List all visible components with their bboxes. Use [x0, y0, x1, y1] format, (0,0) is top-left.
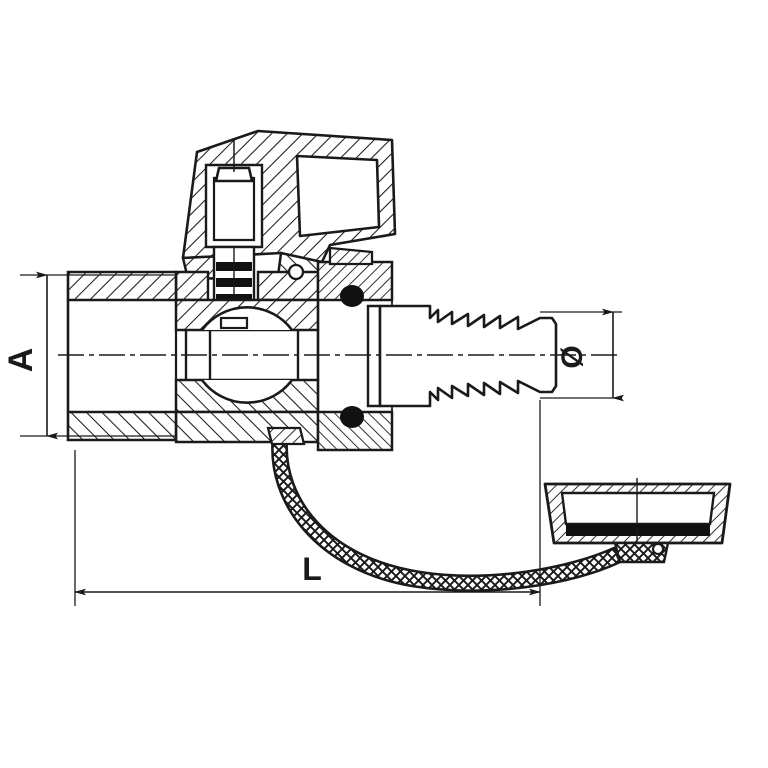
dimension-label-A: A — [2, 348, 40, 373]
cap-tab-eyelet — [651, 542, 665, 556]
dimension-label-L: L — [302, 551, 322, 587]
dimension-label-diameter: Ø — [556, 345, 589, 368]
dimension-diameter: Ø — [540, 308, 624, 402]
dimension-A: A — [2, 271, 176, 440]
o-ring-seal — [340, 285, 364, 307]
hose-barb — [366, 304, 558, 408]
dimension-L: L — [74, 400, 541, 606]
retaining-pin — [287, 263, 305, 281]
o-ring-seal — [340, 406, 364, 428]
protective-cap — [543, 478, 732, 564]
lever-handle — [181, 129, 397, 283]
cap-gasket — [566, 524, 710, 536]
inlet-thread — [66, 270, 178, 442]
chain-anchor — [266, 426, 306, 446]
